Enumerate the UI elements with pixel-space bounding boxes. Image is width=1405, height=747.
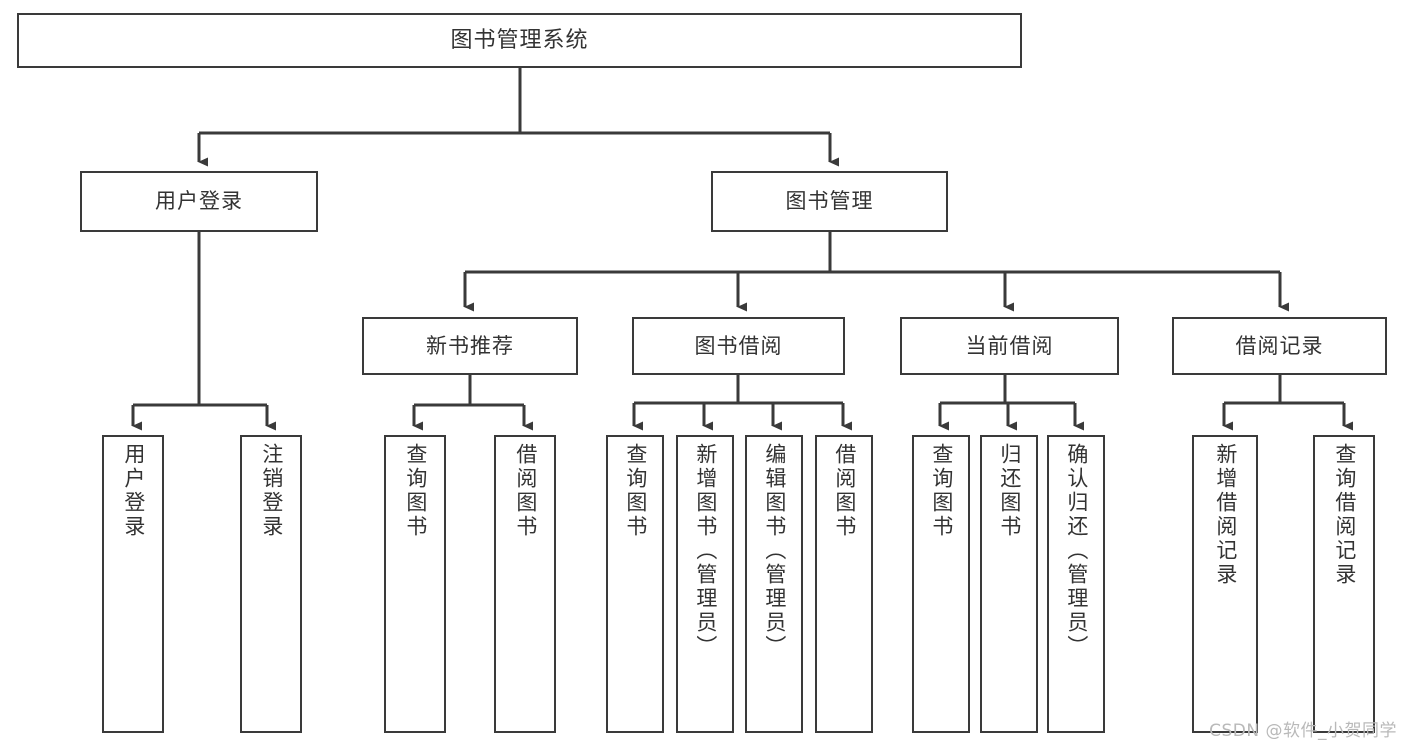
node-label: 新增图书（管理员）: [693, 443, 718, 659]
node-label: 借阅图书: [832, 443, 857, 539]
leaf-return-book[interactable]: 归还图书: [980, 435, 1038, 733]
node-label: 编辑图书（管理员）: [762, 443, 787, 659]
node-current-borrow[interactable]: 当前借阅: [900, 317, 1119, 375]
node-label: 注销登录: [259, 443, 284, 539]
node-label: 借阅图书: [513, 443, 538, 539]
node-label: 归还图书: [997, 443, 1022, 539]
leaf-add-book-admin[interactable]: 新增图书（管理员）: [676, 435, 734, 733]
leaf-query-book-newbook[interactable]: 查询图书: [384, 435, 446, 733]
leaf-query-book-current[interactable]: 查询图书: [912, 435, 970, 733]
node-label: 查询借阅记录: [1332, 443, 1357, 587]
node-label: 图书管理系统: [450, 27, 589, 53]
node-book-borrow[interactable]: 图书借阅: [632, 317, 845, 375]
node-label: 借阅记录: [1235, 333, 1324, 358]
leaf-query-borrow-record[interactable]: 查询借阅记录: [1313, 435, 1375, 733]
leaf-confirm-return-admin[interactable]: 确认归还（管理员）: [1047, 435, 1105, 733]
node-label: 当前借阅: [965, 333, 1054, 358]
leaf-query-book-borrow[interactable]: 查询图书: [606, 435, 664, 733]
node-root-system[interactable]: 图书管理系统: [17, 13, 1022, 68]
node-label: 图书管理: [785, 189, 874, 214]
node-label: 用户登录: [155, 189, 243, 214]
leaf-logout[interactable]: 注销登录: [240, 435, 302, 733]
node-label: 新书推荐: [426, 333, 514, 358]
node-label: 新增借阅记录: [1213, 443, 1238, 587]
watermark-text: CSDN @软件_小贺同学: [1209, 721, 1397, 741]
leaf-user-login[interactable]: 用户登录: [102, 435, 164, 733]
leaf-edit-book-admin[interactable]: 编辑图书（管理员）: [745, 435, 803, 733]
node-label: 用户登录: [121, 443, 146, 539]
node-label: 确认归还（管理员）: [1064, 443, 1089, 659]
leaf-borrow-book-newbook[interactable]: 借阅图书: [494, 435, 556, 733]
node-label: 查询图书: [929, 443, 954, 539]
leaf-borrow-book[interactable]: 借阅图书: [815, 435, 873, 733]
node-user-login[interactable]: 用户登录: [80, 171, 318, 232]
node-label: 查询图书: [403, 443, 428, 539]
node-label: 查询图书: [623, 443, 648, 539]
node-label: 图书借阅: [694, 333, 783, 358]
node-borrow-record[interactable]: 借阅记录: [1172, 317, 1387, 375]
node-book-management[interactable]: 图书管理: [711, 171, 948, 232]
leaf-add-borrow-record[interactable]: 新增借阅记录: [1192, 435, 1258, 733]
node-new-book-recommend[interactable]: 新书推荐: [362, 317, 578, 375]
